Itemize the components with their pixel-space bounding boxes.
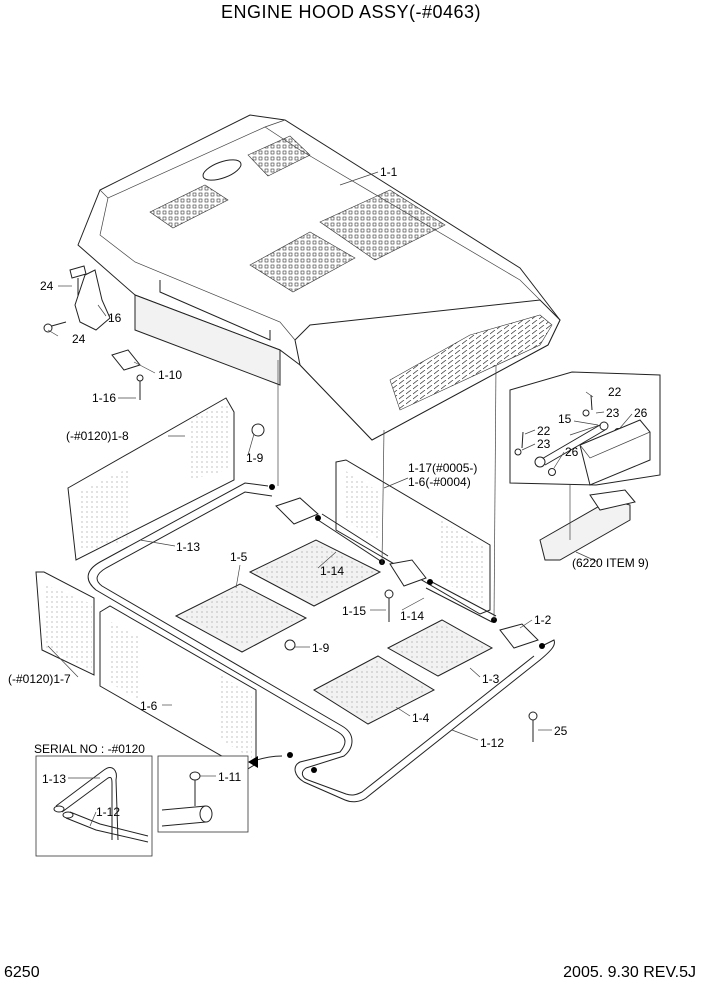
label-panel-left-front: (-#0120)1-7 <box>8 672 71 686</box>
label-grommet-top: 1-9 <box>246 451 264 465</box>
label-frame-right: 1-12 <box>480 736 505 750</box>
label-panel-front: 1-6 <box>140 699 158 713</box>
hinges-and-rods <box>269 484 545 773</box>
rubber-pads <box>174 539 494 725</box>
label-inset-frame-right: 1-12 <box>96 805 121 819</box>
serial-inset <box>35 755 283 857</box>
label-hinge-right: 1-2 <box>534 613 552 627</box>
label-panel-right-back-b: 1-6(-#0004) <box>408 475 471 489</box>
page-number: 6250 <box>4 964 40 981</box>
label-stay-nut-lower: 23 <box>537 437 551 451</box>
label-latch: 16 <box>108 311 122 325</box>
label-bolt-1-16: 1-16 <box>92 391 117 405</box>
label-rod-right: 1-14 <box>400 609 425 623</box>
label-frame-left: 1-13 <box>176 540 201 554</box>
leader-lines <box>47 171 633 827</box>
label-latch-bolt-bottom: 24 <box>72 332 86 346</box>
label-stay-washer-lower: 26 <box>565 445 579 459</box>
label-inset-pin: 1-11 <box>218 770 242 784</box>
label-pad-center: 1-5 <box>230 550 248 564</box>
hood-frame <box>87 482 555 803</box>
label-bolt-25: 25 <box>554 724 568 738</box>
label-inset-frame-left: 1-13 <box>42 772 67 786</box>
label-grommet-bottom: 1-9 <box>312 641 330 655</box>
page-title: ENGINE HOOD ASSY(-#0463) <box>220 2 482 22</box>
label-rod-center: 1-14 <box>320 564 345 578</box>
label-stay-washer-top: 26 <box>634 406 648 420</box>
stay-assembly-detail <box>509 371 661 561</box>
engine-hood <box>77 114 561 441</box>
label-inset-serial: SERIAL NO : -#0120 <box>34 742 145 756</box>
label-ref-item: (6220 ITEM 9) <box>572 556 649 570</box>
label-stay: 15 <box>558 412 572 426</box>
label-hood: 1-1 <box>380 165 398 179</box>
label-panel-left-back: (-#0120)1-8 <box>66 429 129 443</box>
label-stay-nut-top: 23 <box>606 406 620 420</box>
label-latch-bolt-top: 24 <box>40 279 54 293</box>
label-stay-bolt-lower: 22 <box>537 424 551 438</box>
label-pad-front: 1-4 <box>412 711 430 725</box>
revision-date: 2005. 9.30 REV.5J <box>563 964 696 981</box>
label-bracket: 1-10 <box>158 368 183 382</box>
label-bolt-1-15: 1-15 <box>342 604 367 618</box>
label-panel-right-back-a: 1-17(#0005-) <box>408 461 478 475</box>
hood-latch <box>43 265 144 400</box>
label-pad-right: 1-3 <box>482 672 500 686</box>
label-stay-bolt: 22 <box>608 385 622 399</box>
side-panels <box>35 397 491 771</box>
